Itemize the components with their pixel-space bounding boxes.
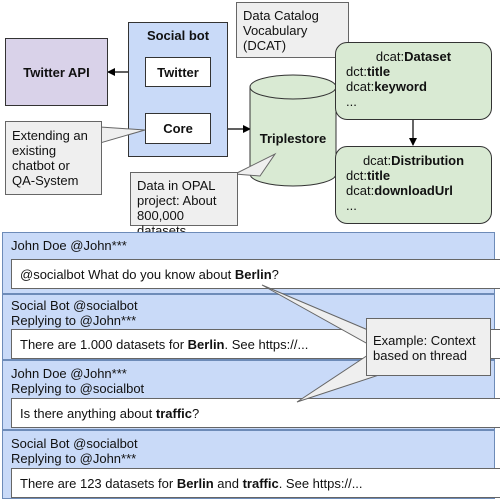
opal-callout-pointer	[233, 152, 277, 177]
context-callout-line: Example: Context	[373, 333, 476, 348]
tweet-author: Social Bot @socialbot	[11, 436, 138, 451]
triplestore-label: Triplestore	[259, 130, 327, 146]
dcat-callout-line: Data Catalog	[243, 8, 319, 23]
core-module-box: Core	[145, 113, 211, 144]
extend-callout-line: chatbot or	[12, 158, 70, 173]
dcat-callout-line: (DCAT)	[243, 38, 287, 53]
context-callout-line: based on thread	[373, 348, 467, 363]
dataset-header: dcat:Dataset	[375, 49, 452, 64]
context-callout: Example: Context based on thread	[366, 318, 491, 376]
tweet-message: Is there anything about traffic?	[11, 398, 500, 428]
opal-callout-line: Data in OPAL	[137, 178, 216, 193]
opal-callout-line: project: About	[137, 193, 217, 208]
distribution-line-downloadurl: dcat:downloadUrl	[346, 183, 453, 198]
dcat-callout-line: Vocabulary	[243, 23, 308, 38]
extend-callout: Extending an existing chatbot or QA-Syst…	[5, 121, 102, 195]
tweet-author: Social Bot @socialbot	[11, 298, 138, 313]
distribution-header: dcat:Distribution	[362, 153, 465, 168]
distribution-ellipsis: ...	[346, 198, 357, 213]
dcat-dataset-box: dcat:Dataset dct:title dcat:keyword ...	[335, 42, 492, 120]
tweet-panel-4: Social Bot @socialbot Replying to @John*…	[2, 430, 500, 499]
extend-callout-line: Extending an	[12, 128, 88, 143]
opal-callout: Data in OPAL project: About 800,000 data…	[130, 172, 238, 238]
social-bot-title: Social bot	[146, 27, 210, 43]
dataset-ellipsis: ...	[346, 94, 357, 109]
tweet-reply-to: Replying to @John***	[11, 451, 137, 466]
extend-callout-line: existing	[12, 143, 57, 158]
twitter-api-box: Twitter API	[5, 38, 108, 106]
dataset-line-title: dct:title	[346, 64, 391, 79]
triplestore-cylinder	[249, 74, 337, 187]
dcat-callout: Data Catalog Vocabulary (DCAT)	[236, 2, 349, 58]
twitter-module-box: Twitter	[145, 57, 211, 87]
dataset-line-keyword: dcat:keyword	[346, 79, 427, 94]
tweet-message: @socialbot What do you know about Berlin…	[11, 259, 500, 289]
tweet-reply-to: Replying to @socialbot	[11, 381, 145, 396]
dcat-distribution-box: dcat:Distribution dct:title dcat:downloa…	[335, 146, 492, 224]
extend-callout-line: QA-System	[12, 173, 79, 188]
extend-callout-pointer	[100, 126, 146, 144]
tweet-panel-1: John Doe @John*** @socialbot What do you…	[2, 232, 500, 294]
tweet-author: John Doe @John***	[11, 366, 127, 381]
tweet-message: There are 123 datasets for Berlin and tr…	[11, 468, 500, 498]
tweet-panel-3: John Doe @John*** Replying to @socialbot…	[2, 360, 500, 430]
tweet-author: John Doe @John***	[11, 238, 127, 253]
tweet-reply-to: Replying to @John***	[11, 313, 137, 328]
distribution-line-title: dct:title	[346, 168, 391, 183]
